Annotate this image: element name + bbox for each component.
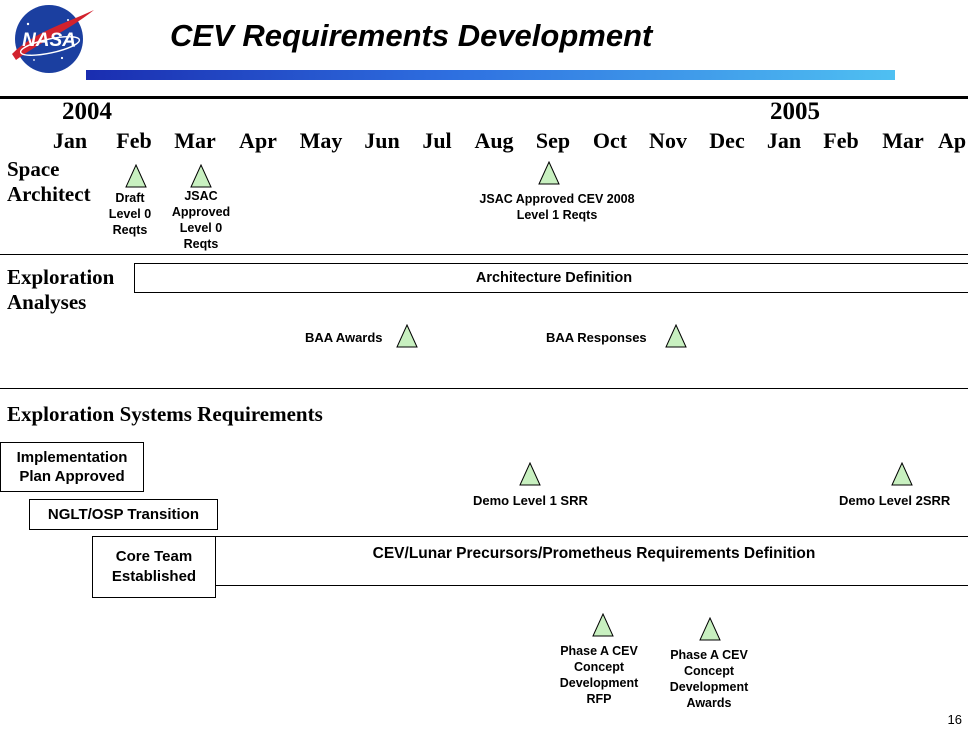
note-line: Reqts (112, 223, 148, 237)
note-line: Phase A CEV (670, 648, 748, 662)
note-line: Level 0 (179, 221, 223, 235)
section-space-architect: Space Architect (7, 157, 91, 207)
milestone-triangle (125, 164, 147, 188)
title-gradient-bar (86, 70, 895, 80)
note-line: Awards (686, 696, 732, 710)
milestone-phase-a-awards: Phase A CEV Concept Development Awards (670, 647, 749, 711)
month-nov-2004: Nov (649, 128, 687, 153)
milestone-demo-level1-srr: Demo Level 1 SRR (473, 493, 588, 508)
section-label-line: Analyses (7, 290, 87, 314)
milestone-baa-awards-label: BAA Awards (305, 330, 383, 345)
note-line: Approved (171, 205, 231, 219)
month-may-2004: May (299, 128, 343, 153)
note-line: Development (559, 676, 639, 690)
note-line: Concept (684, 664, 734, 678)
row-divider (0, 254, 968, 255)
nasa-logo: NASA (12, 5, 94, 73)
section-exploration-analyses: Exploration Analyses (7, 265, 114, 315)
milestone-triangle (190, 164, 212, 188)
note-line: JSAC Approved CEV 2008 (479, 192, 635, 206)
milestone-draft-level0: Draft Level 0 Reqts (109, 190, 151, 238)
page-number: 16 (947, 712, 962, 727)
milestone-demo-level2-srr: Demo Level 2SRR (839, 493, 951, 508)
section-exploration-systems: Exploration Systems Requirements (7, 402, 323, 426)
month-dec-2004: Dec (709, 128, 745, 153)
milestone-triangle (891, 462, 913, 486)
milestone-triangle (396, 324, 418, 348)
month-aug-2004: Aug (474, 128, 514, 153)
milestone-baa-responses-label: BAA Responses (546, 330, 647, 345)
milestone-phase-a-rfp: Phase A CEV Concept Development RFP (560, 643, 639, 707)
top-divider (0, 96, 968, 99)
note-line: Reqts (183, 237, 219, 251)
note-line: Phase A CEV (560, 644, 638, 658)
month-jul-2004: Jul (422, 128, 452, 153)
section-label-line: Architect (7, 182, 91, 206)
milestone-triangle (699, 617, 721, 641)
milestone-triangle (538, 161, 560, 185)
month-sep-2004: Sep (535, 128, 571, 153)
milestone-jsac-level1: JSAC Approved CEV 2008 Level 1 Reqts (479, 191, 634, 223)
cev-lunar-requirements-bar: CEV/Lunar Precursors/Prometheus Requirem… (214, 536, 968, 586)
implementation-plan-box: Implementation Plan Approved (0, 442, 144, 492)
page-title: CEV Requirements Development (170, 18, 653, 53)
note-line: Concept (574, 660, 624, 674)
section-label-line: Exploration (7, 265, 115, 289)
box-line: Core Team (115, 548, 193, 565)
core-team-box: Core Team Established (92, 536, 216, 598)
note-line: JSAC (184, 189, 218, 203)
box-line: Plan Approved (19, 468, 125, 485)
logo-text: NASA (22, 30, 76, 51)
note-line: Development (669, 680, 749, 694)
note-line: Level 0 (108, 207, 152, 221)
milestone-triangle (665, 324, 687, 348)
milestone-triangle (592, 613, 614, 637)
month-jan-2004: Jan (52, 128, 88, 153)
note-line: Level 1 Reqts (516, 208, 598, 222)
month-jan-2005: Jan (766, 128, 802, 153)
month-mar-2005: Mar (882, 128, 924, 153)
architecture-definition-bar: Architecture Definition (134, 263, 968, 293)
box-line: Established (111, 568, 197, 585)
month-feb-2004: Feb (116, 128, 152, 153)
month-apr-2004: Apr (239, 128, 277, 153)
section-label-line: Space (7, 157, 60, 181)
row-divider (0, 388, 968, 389)
month-jun-2004: Jun (364, 128, 400, 153)
year-2005: 2005 (770, 98, 820, 125)
year-2004: 2004 (62, 98, 112, 125)
month-oct-2004: Oct (592, 128, 628, 153)
note-line: RFP (586, 692, 612, 706)
month-feb-2005: Feb (823, 128, 859, 153)
nglt-osp-transition-box: NGLT/OSP Transition (29, 499, 218, 530)
note-line: Draft (115, 191, 145, 205)
month-apr-2005: Ap (938, 128, 967, 153)
month-mar-2004: Mar (174, 128, 216, 153)
milestone-jsac-level0: JSAC Approved Level 0 Reqts (172, 188, 230, 252)
box-line: Implementation (16, 449, 128, 466)
milestone-triangle (519, 462, 541, 486)
